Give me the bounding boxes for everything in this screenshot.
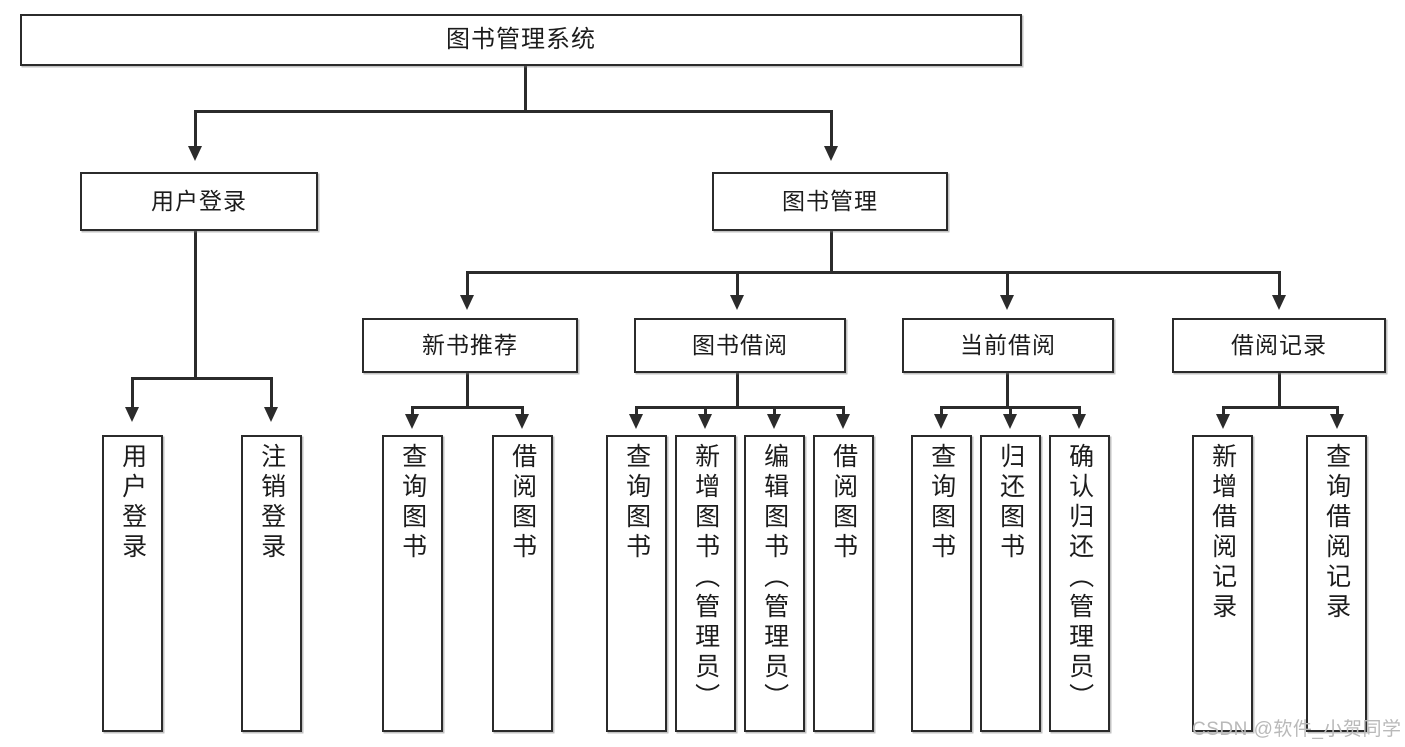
leaf-edit-book-admin[interactable]: 编辑图书（管理员） [744, 435, 805, 732]
connector-bookborrow-bus [635, 406, 844, 409]
arrow-to-leaf-query-book-3 [934, 414, 948, 429]
connector-root-drop-2 [830, 110, 833, 148]
leaf-query-book-1[interactable]: 查询图书 [382, 435, 443, 732]
leaf-borrow-book-1[interactable]: 借阅图书 [492, 435, 553, 732]
connector-root-trunk [524, 66, 527, 112]
arrow-to-current-borrow [1000, 295, 1014, 310]
connector-bookmanage-drop-3 [1006, 271, 1009, 297]
node-label: 新增图书（管理员） [691, 443, 720, 713]
node-borrow-record[interactable]: 借阅记录 [1172, 318, 1386, 373]
arrow-to-user-login [188, 146, 202, 161]
leaf-add-borrow-record[interactable]: 新增借阅记录 [1192, 435, 1253, 732]
node-book-borrow[interactable]: 图书借阅 [634, 318, 846, 373]
node-label: 确认归还（管理员） [1065, 443, 1094, 713]
leaf-query-book-3[interactable]: 查询图书 [911, 435, 972, 732]
arrow-to-leaf-return-book [1003, 414, 1017, 429]
connector-bookmanage-drop-1 [466, 271, 469, 297]
node-user-login[interactable]: 用户登录 [80, 172, 318, 231]
node-label: 用户登录 [118, 443, 147, 563]
connector-bookborrow-drop-2 [704, 406, 707, 420]
node-label: 查询图书 [622, 443, 651, 563]
arrow-to-book-borrow [730, 295, 744, 310]
arrow-to-leaf-add-book [698, 414, 712, 429]
connector-bookmanage-drop-2 [736, 271, 739, 297]
arrow-to-leaf-user-logout [264, 407, 278, 422]
leaf-user-logout[interactable]: 注销登录 [241, 435, 302, 732]
connector-userlogin-trunk [194, 231, 197, 379]
connector-borrowrecord-trunk [1278, 373, 1281, 409]
connector-newbook-bus [411, 406, 523, 409]
node-label: 图书管理系统 [446, 25, 596, 53]
connector-borrowrecord-bus [1222, 406, 1338, 409]
connector-bookborrow-drop-1 [635, 406, 638, 420]
arrow-to-leaf-borrow-book-2 [836, 414, 850, 429]
connector-currentborrow-drop-1 [940, 406, 943, 420]
leaf-return-book[interactable]: 归还图书 [980, 435, 1041, 732]
node-label: 借阅图书 [829, 443, 858, 563]
connector-root-bus [194, 110, 832, 113]
connector-newbook-drop-2 [521, 406, 524, 420]
leaf-add-book-admin[interactable]: 新增图书（管理员） [675, 435, 736, 732]
node-label: 图书管理 [782, 187, 878, 214]
leaf-confirm-return-admin[interactable]: 确认归还（管理员） [1049, 435, 1110, 732]
node-label: 新书推荐 [422, 331, 518, 358]
node-label: 编辑图书（管理员） [760, 443, 789, 713]
node-label: 查询图书 [927, 443, 956, 563]
connector-currentborrow-drop-3 [1078, 406, 1081, 420]
node-label: 图书借阅 [692, 331, 788, 358]
connector-newbook-drop-1 [411, 406, 414, 420]
arrow-to-leaf-query-book-1 [405, 414, 419, 429]
connector-root-drop-1 [194, 110, 197, 148]
connector-bookborrow-drop-3 [773, 406, 776, 420]
arrow-to-book-manage [824, 146, 838, 161]
arrow-to-leaf-add-record [1216, 414, 1230, 429]
arrow-to-leaf-borrow-book-1 [515, 414, 529, 429]
connector-bookborrow-drop-4 [842, 406, 845, 420]
connector-borrowrecord-drop-2 [1336, 406, 1339, 420]
node-label: 注销登录 [257, 443, 286, 563]
node-label: 借阅记录 [1231, 331, 1327, 358]
connector-borrowrecord-drop-1 [1222, 406, 1225, 420]
node-label: 借阅图书 [508, 443, 537, 563]
node-label: 查询图书 [398, 443, 427, 563]
arrow-to-leaf-query-book-2 [629, 414, 643, 429]
node-label: 归还图书 [996, 443, 1025, 563]
connector-currentborrow-drop-2 [1009, 406, 1012, 420]
node-label: 查询借阅记录 [1322, 443, 1351, 623]
leaf-query-borrow-record[interactable]: 查询借阅记录 [1306, 435, 1367, 732]
leaf-user-login[interactable]: 用户登录 [102, 435, 163, 732]
node-book-manage[interactable]: 图书管理 [712, 172, 948, 231]
connector-bookmanage-trunk [830, 231, 833, 273]
connector-bookmanage-drop-4 [1278, 271, 1281, 297]
arrow-to-borrow-record [1272, 295, 1286, 310]
arrow-to-leaf-query-record [1330, 414, 1344, 429]
connector-currentborrow-trunk [1006, 373, 1009, 409]
connector-bookborrow-trunk [736, 373, 739, 409]
connector-userlogin-drop-2 [270, 377, 273, 409]
connector-userlogin-bus [131, 377, 270, 380]
node-root-book-management-system[interactable]: 图书管理系统 [20, 14, 1022, 66]
arrow-to-leaf-user-login [125, 407, 139, 422]
node-new-book-recommend[interactable]: 新书推荐 [362, 318, 578, 373]
arrow-to-leaf-confirm-return [1072, 414, 1086, 429]
connector-userlogin-drop-1 [131, 377, 134, 409]
arrow-to-leaf-edit-book [767, 414, 781, 429]
node-label: 用户登录 [151, 187, 247, 214]
leaf-borrow-book-2[interactable]: 借阅图书 [813, 435, 874, 732]
leaf-query-book-2[interactable]: 查询图书 [606, 435, 667, 732]
arrow-to-new-book-rec [460, 295, 474, 310]
connector-newbook-trunk [466, 373, 469, 409]
connector-bookmanage-bus [466, 271, 1280, 274]
node-label: 当前借阅 [960, 331, 1056, 358]
node-current-borrow[interactable]: 当前借阅 [902, 318, 1114, 373]
node-label: 新增借阅记录 [1208, 443, 1237, 623]
